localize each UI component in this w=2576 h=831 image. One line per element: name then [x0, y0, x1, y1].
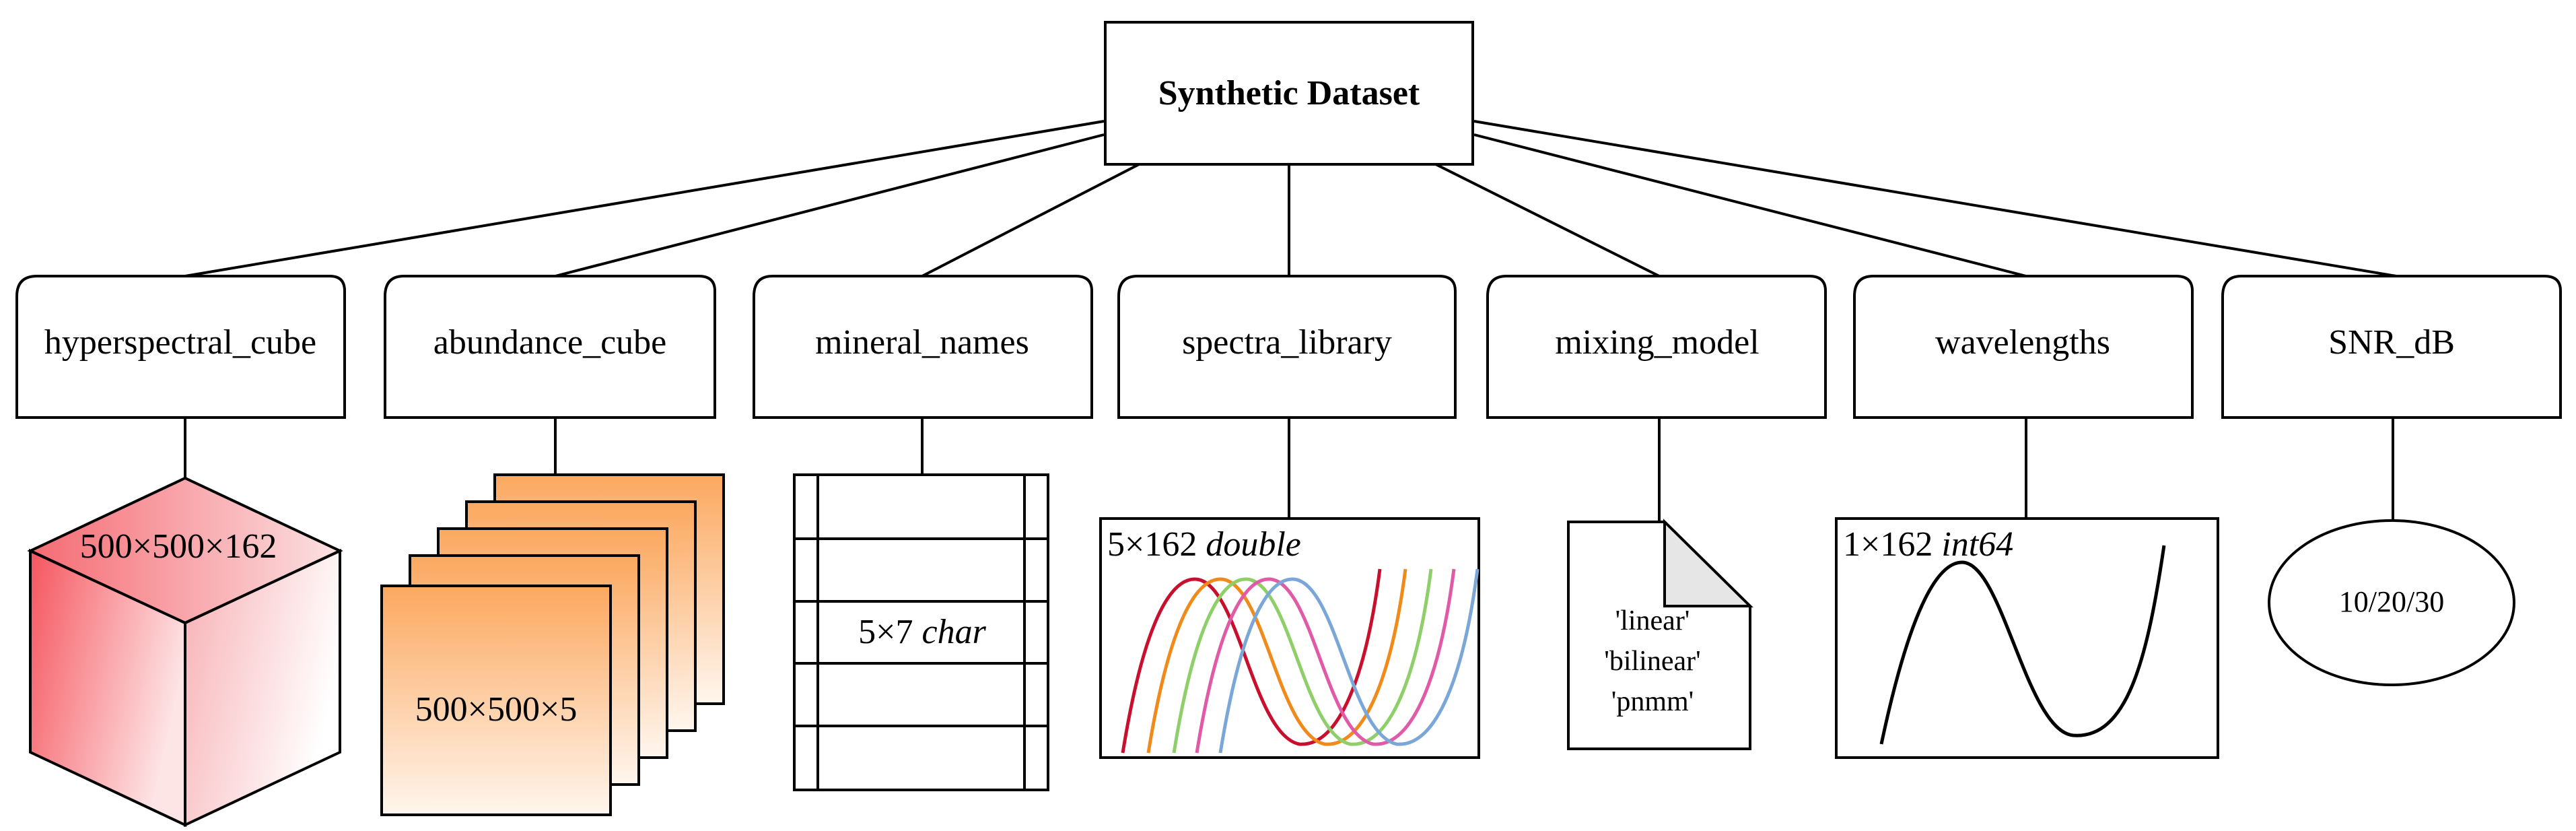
mineral-names-type: char [922, 613, 987, 651]
field-label-spectra-library: spectra_library [1182, 323, 1392, 362]
mineral-names-dims: 5×7 char [858, 613, 986, 651]
field-abundance-cube: abundance_cube 500×500×5 [380, 275, 725, 816]
hyperspectral-cube-size: 500×500×162 [80, 527, 277, 566]
field-label-hyperspectral-cube: hyperspectral_cube [44, 323, 316, 362]
field-mixing-model: mixing_model 'linear' 'bilinear' 'pnmm' [1486, 275, 1827, 750]
abundance-cube-stack: 500×500×5 [380, 473, 725, 816]
mixing-model-document: 'linear' 'bilinear' 'pnmm' [1567, 519, 1753, 750]
field-label-mineral-names: mineral_names [815, 323, 1029, 362]
field-mineral-names: mineral_names 5×7 char [753, 275, 1093, 791]
spectra-curves [1121, 568, 1480, 754]
spectra-library-size: 5×162 [1107, 525, 1197, 564]
root-connectors [184, 120, 2397, 277]
mineral-names-table: 5×7 char [793, 473, 1049, 791]
spectra-curve [1195, 568, 1456, 754]
root-node: Synthetic Dataset [1104, 21, 1474, 166]
hyperspectral-cube-shape: 500×500×162 [27, 476, 343, 828]
root-label: Synthetic Dataset [1158, 74, 1420, 112]
field-spectra-library: spectra_library 5×162 double [1099, 275, 1480, 759]
field-label-snr-db: SNR_dB [2328, 323, 2455, 362]
abundance-cube-size: 500×500×5 [415, 690, 578, 729]
spectra-curve [1172, 568, 1433, 754]
spectra-library-type: double [1206, 525, 1301, 564]
spectra-curve [1218, 568, 1480, 754]
spectra-curve [1146, 568, 1407, 754]
snr-db-ellipse: 10/20/30 [2268, 519, 2515, 686]
spectra-library-plot: 5×162 double [1099, 517, 1480, 759]
mineral-names-size: 5×7 [858, 613, 913, 651]
wavelengths-size: 1×162 [1843, 525, 1933, 564]
field-label-wavelengths: wavelengths [1935, 323, 2110, 362]
mixing-model-option-3: 'pnmm' [1611, 686, 1694, 717]
field-snr-db: SNR_dB 10/20/30 [2221, 275, 2562, 686]
wavelengths-dims: 1×162 int64 [1843, 525, 2013, 564]
spectra-library-dims: 5×162 double [1107, 525, 1301, 564]
field-label-abundance-cube: abundance_cube [433, 323, 666, 362]
spectra-curve [1121, 568, 1382, 754]
field-wavelengths: wavelengths 1×162 int64 [1835, 275, 2219, 759]
field-label-mixing-model: mixing_model [1555, 323, 1759, 362]
field-hyperspectral-cube: hyperspectral_cube 500×500×162 [15, 275, 346, 828]
wavelengths-plot: 1×162 int64 [1835, 517, 2219, 759]
snr-db-values: 10/20/30 [2339, 585, 2444, 618]
mixing-model-option-2: 'bilinear' [1604, 646, 1700, 677]
wavelengths-type: int64 [1941, 525, 2013, 564]
mixing-model-option-1: 'linear' [1615, 605, 1690, 636]
wavelengths-curve [1879, 545, 2166, 745]
